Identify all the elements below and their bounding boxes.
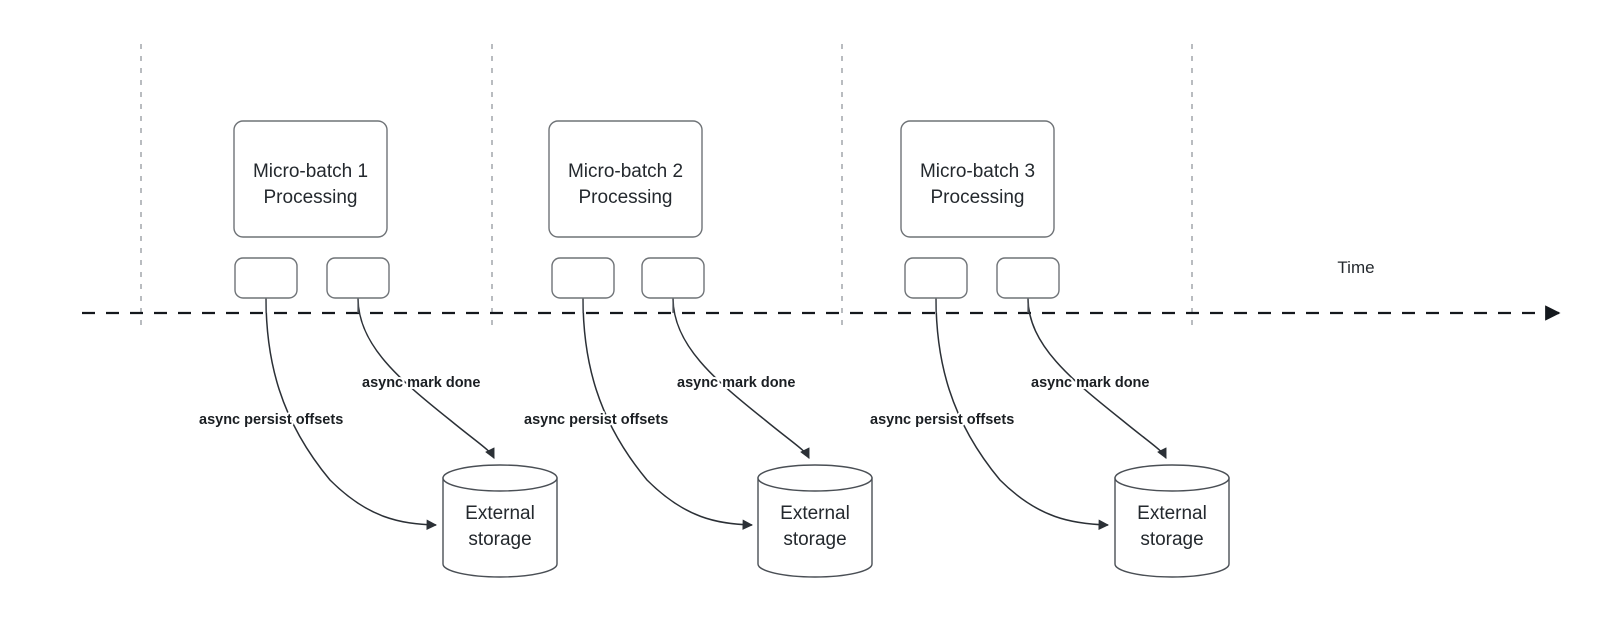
task-box-2b[interactable] — [641, 257, 705, 299]
edge-mark-done-1-label-halo: async mark done — [362, 375, 480, 391]
edge-persist-offsets-1-label: async persist offsets — [199, 412, 343, 428]
external-storage-3-line2: storage — [1140, 529, 1203, 550]
edge-persist-offsets-1 — [265, 297, 438, 530]
time-axis-label: Time — [1337, 258, 1374, 277]
micro-batch-3-processing[interactable]: Micro-batch 3 Processing — [900, 120, 1055, 238]
edge-mark-done-3-label: async mark done — [1031, 375, 1149, 391]
external-storage-1-line1: External — [465, 503, 535, 524]
edge-persist-offsets-1-label-halo: async persist offsets — [199, 412, 343, 428]
external-storage-2[interactable]: External storage — [757, 464, 873, 578]
edge-persist-offsets-2 — [582, 297, 754, 530]
external-storage-2-body — [757, 477, 873, 578]
external-storage-3-body — [1114, 477, 1230, 578]
external-storage-3-top — [1114, 464, 1230, 492]
micro-batch-3-processing-line2: Processing — [931, 187, 1025, 208]
edge-mark-done-3 — [1027, 297, 1167, 459]
micro-batch-2-processing[interactable]: Micro-batch 2 Processing — [548, 120, 703, 238]
edge-labels: async persist offsets async persist offse… — [197, 373, 1151, 430]
flow-edges — [265, 297, 1167, 530]
external-storage-1-top — [442, 464, 558, 492]
edge-mark-done-2 — [672, 297, 810, 459]
external-storage-1[interactable]: External storage — [442, 464, 558, 578]
micro-batch-2-processing-line2: Processing — [579, 187, 673, 208]
micro-batch-3-processing-line1: Micro-batch 3 — [920, 161, 1035, 182]
external-storage-1-line2: storage — [468, 529, 531, 550]
edge-persist-offsets-3-label-halo: async persist offsets — [870, 412, 1014, 428]
micro-batch-2-processing-rect — [548, 120, 703, 238]
task-box-3a[interactable] — [904, 257, 968, 299]
task-box-1b[interactable] — [326, 257, 390, 299]
external-storage-1-body — [442, 477, 558, 578]
time-axis-group: Time — [82, 258, 1561, 321]
edge-persist-offsets-3-label: async persist offsets — [870, 412, 1014, 428]
edge-mark-done-2-label: async mark done — [677, 375, 795, 391]
task-box-2a[interactable] — [551, 257, 615, 299]
edge-mark-done-1 — [357, 297, 495, 459]
external-storage-2-line1: External — [780, 503, 850, 524]
edge-persist-offsets-2-label-halo: async persist offsets — [524, 412, 668, 428]
edge-persist-offsets-2-label: async persist offsets — [524, 412, 668, 428]
micro-batch-1-processing-line1: Micro-batch 1 — [253, 161, 368, 182]
external-storage-3[interactable]: External storage — [1114, 464, 1230, 578]
external-storage-2-line2: storage — [783, 529, 846, 550]
external-storage-2-top — [757, 464, 873, 492]
micro-batch-1-processing-line2: Processing — [264, 187, 358, 208]
micro-batch-2-processing-line1: Micro-batch 2 — [568, 161, 683, 182]
task-box-3b[interactable] — [996, 257, 1060, 299]
task-box-1a[interactable] — [234, 257, 298, 299]
edge-mark-done-3-label-halo: async mark done — [1031, 375, 1149, 391]
micro-batch-3-processing-rect — [900, 120, 1055, 238]
edge-persist-offsets-3 — [935, 297, 1110, 530]
micro-batch-1-processing[interactable]: Micro-batch 1 Processing — [233, 120, 388, 238]
edge-mark-done-2-label-halo: async mark done — [677, 375, 795, 391]
external-storage-3-line1: External — [1137, 503, 1207, 524]
edge-mark-done-1-label: async mark done — [362, 375, 480, 391]
micro-batch-1-processing-rect — [233, 120, 388, 238]
